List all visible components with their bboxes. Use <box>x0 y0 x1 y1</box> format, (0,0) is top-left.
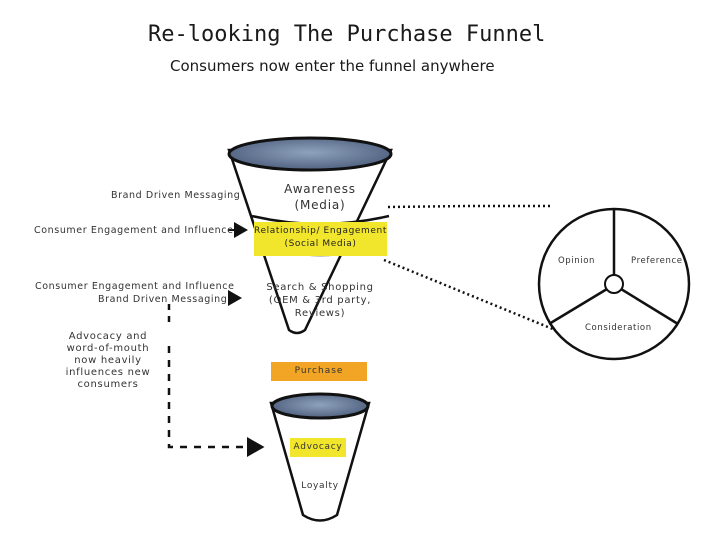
relationship-label: Relationship/ Engagement <box>254 226 387 236</box>
zoom-line-bottom <box>383 258 566 336</box>
search-reviews-label: Reviews) <box>294 308 346 319</box>
advocacy-word-of-mouth-text: Advocacy and word-of-mouth now heavily i… <box>58 331 158 391</box>
zoom-line-top <box>387 204 553 209</box>
wheel-spoke-left <box>548 287 608 326</box>
bottom-funnel-body <box>269 401 371 522</box>
purchase-box: Purchase <box>271 362 367 381</box>
consumer-engagement-label-2: Consumer Engagement and Influence <box>35 281 235 292</box>
advocacy-text-line-4: influences new <box>65 367 151 378</box>
wheel-spoke-right <box>620 287 679 326</box>
wheel-hub <box>604 274 624 294</box>
brand-driven-messaging-label-2: Brand Driven Messaging <box>98 294 228 305</box>
advocacy-dashed-path <box>167 346 265 457</box>
bottom-funnel-top <box>270 392 370 420</box>
advocacy-text-line-1: Advocacy and <box>68 331 148 342</box>
awareness-media-label: (Media) <box>294 198 346 212</box>
relationship-engagement-box: Relationship/ Engagement (Social Media) <box>254 222 387 256</box>
search-oem-label: (OEM & 3rd party, <box>268 295 372 306</box>
wheel-opinion-label: Opinion <box>558 256 595 266</box>
loyalty-label: Loyalty <box>301 481 339 491</box>
consumer-engagement-label-1: Consumer Engagement and Influence <box>34 225 234 236</box>
wheel-consideration-label: Consideration <box>585 323 652 333</box>
slide-subtitle: Consumers now enter the funnel anywhere <box>170 57 495 75</box>
main-funnel-top <box>227 136 393 172</box>
wheel-preference-label: Preference <box>631 256 683 266</box>
search-shopping-label: Search & Shopping <box>266 282 374 293</box>
advocacy-box: Advocacy <box>290 438 346 457</box>
brand-driven-messaging-label-1: Brand Driven Messaging <box>111 190 241 201</box>
awareness-label: Awareness <box>284 182 356 196</box>
slide-title: Re-looking The Purchase Funnel <box>148 22 546 47</box>
advocacy-text-line-3: now heavily <box>74 355 142 366</box>
advocacy-text-line-5: consumers <box>77 379 139 390</box>
advocacy-text-line-2: word-of-mouth <box>66 343 150 354</box>
social-media-label: (Social Media) <box>284 239 357 249</box>
